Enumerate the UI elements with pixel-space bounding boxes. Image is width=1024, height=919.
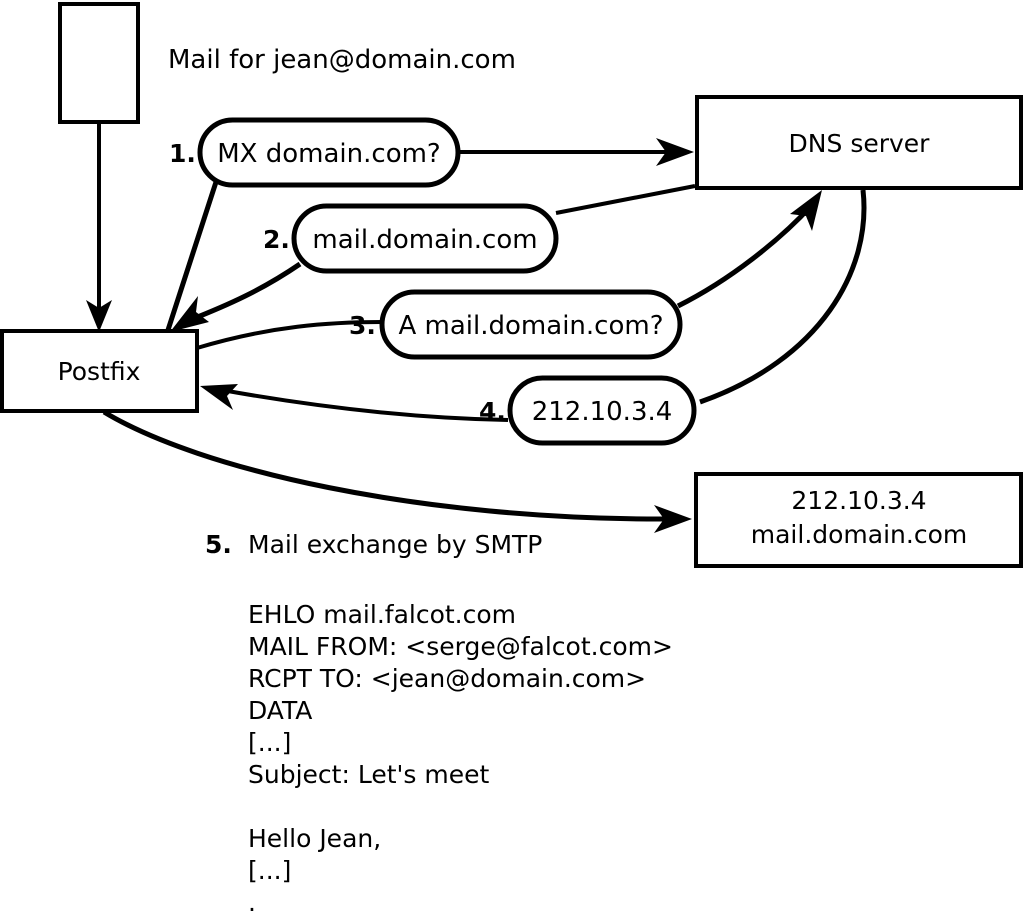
connector-step4-to-postfix: [200, 384, 509, 422]
smtp-line-8: [...]: [248, 856, 291, 885]
step-2-label: mail.domain.com: [312, 225, 537, 255]
connector-step1-to-dns: [458, 138, 694, 166]
step-4-pill: 212.10.3.4: [507, 375, 697, 446]
smtp-line-1: MAIL FROM: <serge@falcot.com>: [248, 632, 673, 661]
target-server-box: 212.10.3.4 mail.domain.com: [694, 472, 1023, 568]
step-5-number: 5.: [205, 530, 232, 559]
smtp-line-0: EHLO mail.falcot.com: [248, 600, 516, 629]
connector-source-to-postfix: [86, 122, 112, 332]
connector-step2-to-postfix: [170, 261, 302, 332]
smtp-line-2: RCPT TO: <jean@domain.com>: [248, 664, 646, 693]
connector-dns-to-step4: [699, 189, 867, 405]
step-1-label: MX domain.com?: [217, 139, 440, 169]
mail-for-caption: Mail for jean@domain.com: [168, 45, 516, 75]
step-1-number: 1.: [169, 139, 196, 168]
smtp-line-9: .: [248, 888, 256, 917]
target-box-ip: 212.10.3.4: [791, 486, 926, 515]
step-3-pill: A mail.domain.com?: [379, 289, 683, 360]
step-2-number: 2.: [263, 225, 290, 254]
postfix-box: Postfix: [0, 329, 199, 413]
smtp-line-5: Subject: Let's meet: [248, 760, 489, 789]
step-3-label: A mail.domain.com?: [399, 311, 664, 341]
connector-postfix-to-step3: [196, 320, 383, 350]
postfix-box-label: Postfix: [58, 357, 141, 386]
smtp-line-4: [...]: [248, 728, 291, 757]
smtp-transcript: EHLO mail.falcot.com MAIL FROM: <serge@f…: [248, 600, 673, 917]
connector-step3-to-dns: [676, 190, 822, 309]
connector-step1-to-postfix: [165, 181, 219, 331]
step-4-label: 212.10.3.4: [532, 397, 673, 427]
target-box-hostname: mail.domain.com: [751, 520, 967, 549]
step-3-number: 3.: [349, 311, 376, 340]
step-4-number: 4.: [479, 397, 506, 426]
connector-dns-to-step2: [555, 184, 696, 215]
dns-server-box-label: DNS server: [789, 129, 931, 158]
connector-postfix-to-target: [102, 409, 692, 533]
smtp-line-3: DATA: [248, 696, 312, 725]
source-box: [58, 2, 140, 124]
step-1-pill: MX domain.com?: [197, 117, 461, 188]
step-2-pill: mail.domain.com: [291, 203, 559, 274]
step-5-label: Mail exchange by SMTP: [248, 530, 542, 559]
dns-server-box: DNS server: [695, 95, 1023, 190]
smtp-line-7: Hello Jean,: [248, 824, 381, 853]
